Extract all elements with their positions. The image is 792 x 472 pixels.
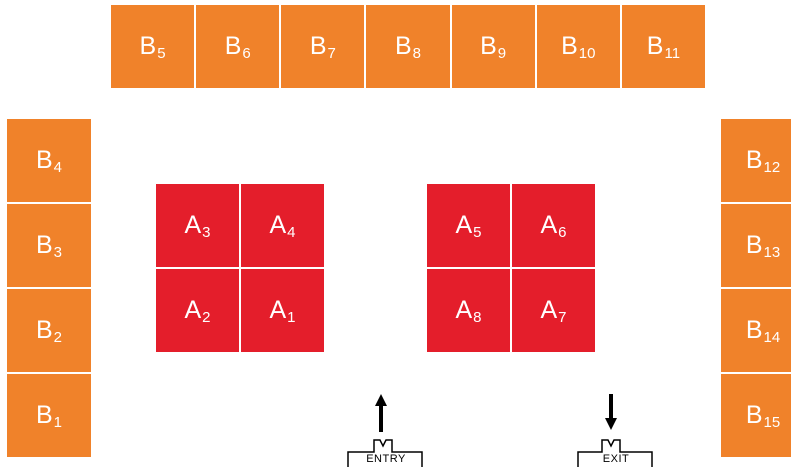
block-letter: A (184, 211, 202, 239)
block-letter: B (745, 146, 763, 174)
entry-arrow-icon (347, 394, 423, 467)
block-letter: A (540, 211, 558, 239)
block-letter: A (455, 211, 473, 239)
block-index: 6 (558, 224, 567, 241)
block-letter: B (561, 32, 578, 60)
block-index: 6 (242, 45, 251, 62)
exit-label: EXIT (602, 453, 630, 465)
block-letter: B (309, 32, 327, 60)
block-index: 3 (202, 224, 211, 241)
block-letter: B (224, 32, 242, 60)
block-index: 15 (763, 414, 781, 431)
block-index: 9 (497, 45, 507, 62)
block-letter: B (745, 401, 763, 429)
block-index: 10 (578, 45, 596, 62)
block-index: 1 (287, 309, 296, 326)
block-letter: B (35, 401, 53, 429)
block-letter: A (184, 296, 202, 324)
block-letter: B (139, 32, 157, 60)
block-index: 1 (53, 414, 63, 431)
block-letter: B (745, 316, 763, 344)
block-index: 4 (53, 159, 63, 176)
block-letter: B (745, 231, 763, 259)
exit-arrow-icon (577, 394, 653, 467)
block-letter: B (35, 316, 53, 344)
block-index: 3 (53, 244, 63, 261)
block-index: 11 (664, 45, 681, 62)
exit-door: EXIT (576, 394, 656, 468)
block-letter: A (269, 296, 287, 324)
block-index: 4 (287, 224, 296, 241)
block-index: 5 (157, 45, 166, 62)
block-index: 13 (763, 244, 781, 261)
block-letter: A (269, 211, 287, 239)
block-letter: B (394, 32, 412, 60)
block-index: 8 (412, 45, 421, 62)
block-index: 7 (558, 309, 567, 326)
block-index: 2 (53, 329, 63, 346)
block-letter: B (35, 231, 53, 259)
block-letter: B (480, 32, 497, 60)
entry-door: ENTRY (346, 394, 426, 468)
block-index: 5 (473, 224, 482, 241)
entry-label: ENTRY (366, 453, 406, 465)
block-index: 14 (763, 329, 781, 346)
block-letter: A (455, 296, 473, 324)
block-index: 2 (202, 309, 211, 326)
block-letter: B (646, 32, 664, 60)
block-index: 7 (327, 45, 336, 62)
block-index: 8 (473, 309, 482, 326)
block-letter: B (35, 146, 53, 174)
block-letter: A (540, 296, 558, 324)
block-index: 12 (763, 159, 781, 176)
